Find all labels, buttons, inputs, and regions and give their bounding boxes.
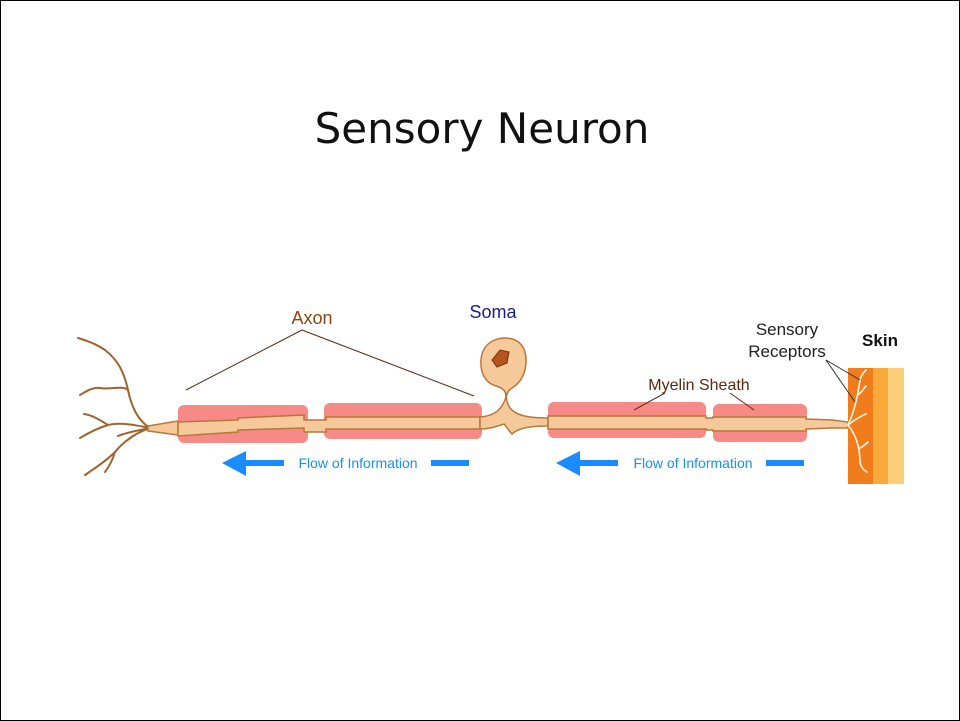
- soma-label: Soma: [469, 302, 517, 322]
- sensory-receptors-label-line2: Receptors: [748, 342, 825, 361]
- axon-label-line-left: [186, 330, 302, 390]
- arrow-left-icon: [222, 451, 246, 476]
- axon-left-taper: [148, 421, 178, 435]
- dendrites: [78, 338, 150, 475]
- arrow-left-icon: [556, 451, 580, 476]
- myelin-sheath-label: Myelin Sheath: [648, 377, 749, 394]
- skin-label: Skin: [862, 331, 898, 350]
- skin: [848, 368, 904, 484]
- axon-label: Axon: [291, 308, 332, 328]
- sensory-receptors-label-line1: Sensory: [756, 320, 819, 339]
- flow-label-left: Flow of Information: [298, 455, 417, 471]
- flow-label-right: Flow of Information: [633, 455, 752, 471]
- axon-label-line-right: [302, 330, 474, 396]
- soma: [480, 338, 548, 434]
- axon-core-right: [548, 416, 848, 431]
